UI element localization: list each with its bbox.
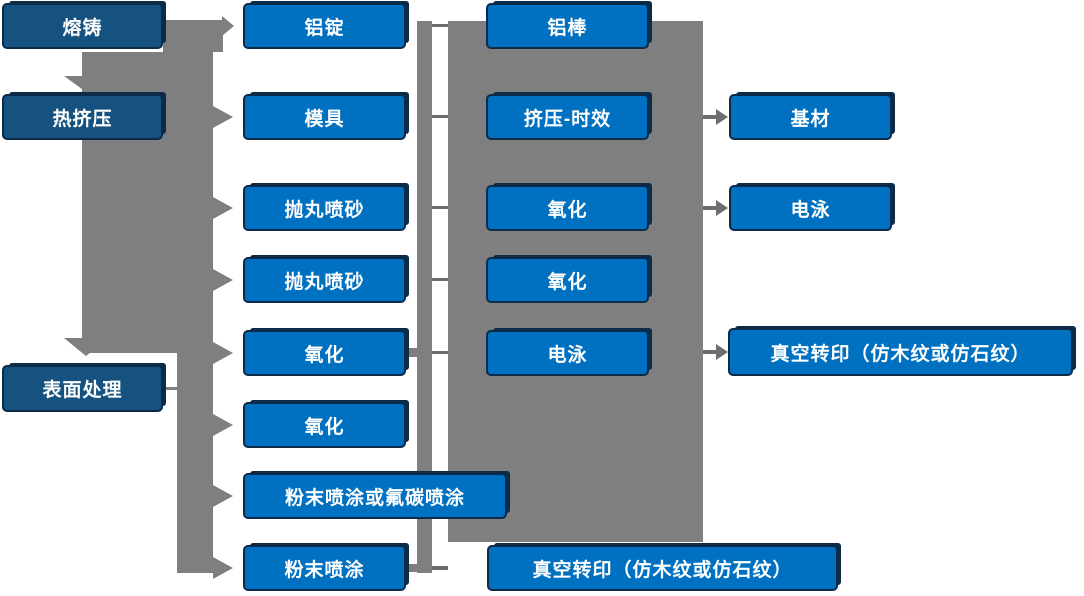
- right-arrowhead-icon: [222, 16, 234, 36]
- right-arrowhead-icon: [716, 200, 728, 216]
- right-arrowhead-icon: [716, 344, 728, 360]
- stub-line: [162, 387, 177, 390]
- arrow-line: [703, 206, 717, 210]
- right-arrowhead-icon: [213, 269, 233, 291]
- right-arrowhead-icon: [213, 342, 233, 364]
- node-electrophoresis-1: 电泳: [486, 330, 649, 376]
- node-powder-or-fluorocarbon-coating: 粉末喷涂或氟碳喷涂: [243, 473, 507, 519]
- node-melt-casting: 熔铸: [2, 3, 163, 49]
- node-vacuum-transfer-1: 真空转印（仿木纹或仿石纹）: [487, 545, 838, 591]
- tie-line: [432, 566, 448, 570]
- tie-line: [432, 351, 448, 354]
- node-hot-extrusion: 热挤压: [2, 94, 163, 140]
- right-arrowhead-icon: [213, 197, 233, 219]
- stub-line: [406, 564, 417, 572]
- node-oxidation-2: 氧化: [243, 402, 406, 448]
- tie-line: [432, 24, 448, 27]
- node-vacuum-transfer-2: 真空转印（仿木纹或仿石纹）: [728, 328, 1073, 376]
- arrow-line: [703, 350, 717, 354]
- right-arrowhead-icon: [213, 557, 233, 579]
- right-arrowhead-icon: [213, 485, 233, 507]
- node-mold: 模具: [243, 94, 406, 140]
- right-arrowhead-icon: [716, 109, 728, 125]
- tie-line: [432, 115, 448, 118]
- stub-line: [406, 348, 417, 357]
- node-aluminum-rod: 铝棒: [486, 3, 649, 49]
- node-base-material: 基材: [729, 94, 892, 140]
- node-shot-blasting-2: 抛丸喷砂: [243, 257, 406, 303]
- tie-line: [432, 206, 448, 209]
- node-electrophoresis-2: 电泳: [729, 185, 892, 231]
- arrow-line: [703, 115, 717, 119]
- right-arrowhead-icon: [213, 414, 233, 436]
- connector-left-bus-top: [163, 20, 223, 52]
- node-surface-treatment: 表面处理: [2, 365, 163, 412]
- connector-left-bus-lower: [177, 353, 213, 573]
- node-oxidation-3: 氧化: [486, 185, 649, 231]
- node-oxidation-1: 氧化: [243, 330, 406, 376]
- connector-mid-bar: [417, 21, 432, 573]
- node-extrusion-aging: 挤压-时效: [486, 94, 649, 140]
- right-arrowhead-icon: [213, 106, 233, 128]
- node-powder-coating: 粉末喷涂: [243, 545, 406, 591]
- node-aluminum-ingot: 铝锭: [243, 3, 406, 49]
- node-oxidation-4: 氧化: [486, 257, 649, 303]
- node-shot-blasting-1: 抛丸喷砂: [243, 185, 406, 231]
- tie-line: [432, 278, 448, 281]
